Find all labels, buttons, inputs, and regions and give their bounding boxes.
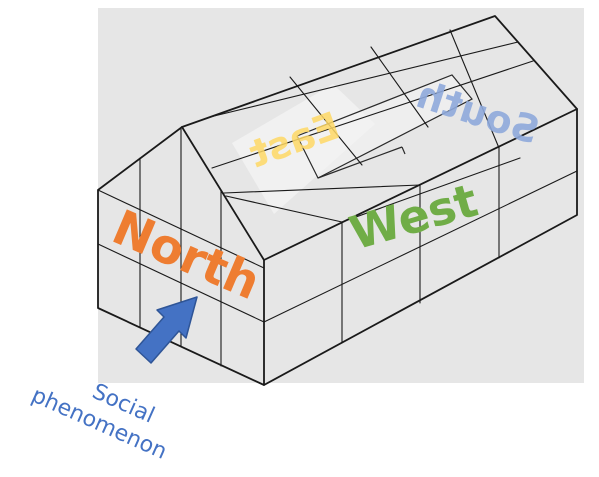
roof-skylight-right [297, 75, 472, 178]
social-phenomenon-arrow [135, 296, 198, 364]
